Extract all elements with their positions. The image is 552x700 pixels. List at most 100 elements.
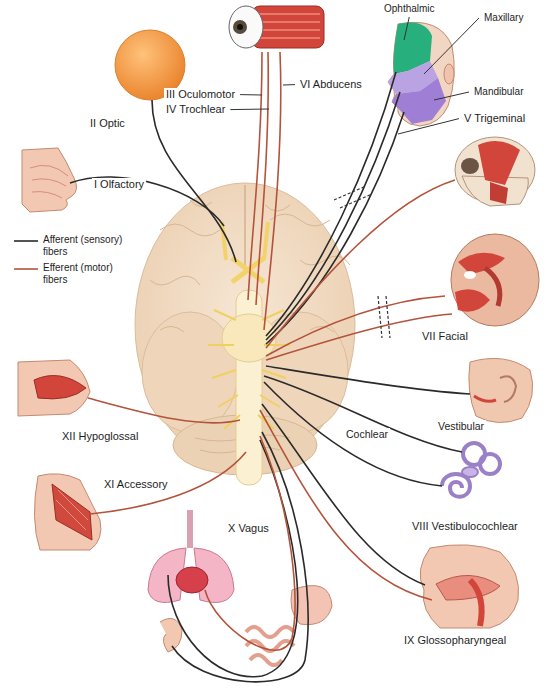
legend-line — [14, 268, 38, 270]
throat-illustration-part — [436, 575, 500, 600]
facial-muscles-head-part — [464, 271, 476, 279]
ear-jaw-illustration-part — [500, 376, 516, 402]
legend: Afferent (sensory) fibersEfferent (motor… — [14, 234, 123, 290]
brain — [135, 183, 355, 485]
afferent-fibers-part — [262, 404, 425, 585]
nerve-label: III Oculomotor — [164, 88, 237, 101]
eye-muscles-part — [233, 20, 247, 34]
skull-jaw-muscles-part — [478, 141, 520, 185]
break-marks-part — [378, 296, 390, 338]
break-marks-part — [334, 186, 372, 208]
nerve-label: II Optic — [88, 117, 127, 130]
afferent-fibers-part — [152, 100, 236, 262]
throat-illustration — [420, 545, 518, 628]
ear-jaw-illustration — [469, 358, 533, 422]
nerve-label: VII Facial — [420, 330, 470, 343]
afferent-fibers-part — [266, 112, 404, 344]
nerve-label: Ophthalmic — [382, 3, 437, 15]
eye-muscles-part — [258, 14, 320, 38]
afferent-fibers — [70, 72, 470, 682]
brain-part — [244, 185, 246, 270]
efferent-fibers-part — [256, 52, 268, 305]
nose-illustration — [22, 148, 77, 212]
efferent-fibers-part — [266, 180, 455, 348]
face-dermatomes-part — [392, 78, 446, 124]
legend-item: Efferent (motor) fibers — [14, 262, 123, 286]
neck-shoulder-illustration-part — [56, 490, 88, 530]
afferent-fibers-part — [264, 382, 442, 486]
efferent-fibers-part — [205, 436, 295, 650]
legend-line-sample — [14, 267, 38, 271]
inner-ear-illustration — [442, 443, 500, 497]
eye-muscles — [229, 6, 324, 48]
leader-line — [398, 119, 459, 134]
efferent-fibers-part — [266, 296, 445, 356]
facial-muscles-head — [451, 234, 539, 326]
ear-jaw-illustration-part — [474, 396, 496, 401]
nerve-label: VIII Vestibulocochlear — [410, 520, 520, 533]
vagus-organs — [148, 510, 332, 665]
throat-illustration-part — [470, 580, 482, 626]
leader-line — [283, 84, 295, 85]
nerve-label: VI Abducens — [298, 78, 364, 91]
neck-shoulder-illustration-part — [52, 484, 92, 540]
leader-line — [434, 92, 469, 100]
nerve-label: IV Trochlear — [164, 103, 227, 116]
tongue-neck-illustration-part — [18, 360, 90, 416]
nerve-label: I Olfactory — [92, 178, 146, 191]
nose-illustration-part — [22, 148, 77, 212]
vagus-organs-part — [160, 618, 182, 652]
afferent-fibers-part — [70, 177, 224, 226]
skull-jaw-muscles-part — [490, 182, 508, 204]
efferent-fibers-part — [88, 398, 240, 423]
efferent-fibers-part — [260, 410, 432, 600]
nerve-label: XI Accessory — [102, 478, 170, 491]
eye-muscles-part — [229, 6, 263, 48]
throat-illustration-part — [420, 545, 518, 628]
leader-line — [240, 94, 262, 95]
legend-text: Efferent (motor) fibers — [43, 262, 123, 286]
nerve-label: IX Glossopharyngeal — [402, 634, 508, 647]
facial-muscles-head-part — [458, 253, 505, 274]
facial-muscles-head-part — [451, 234, 539, 326]
face-dermatomes-part — [444, 64, 454, 84]
vagus-organs-part — [187, 510, 193, 548]
afferent-fibers-part — [168, 440, 298, 677]
legend-line-sample — [14, 239, 38, 243]
leader-line — [404, 17, 409, 40]
nerve-label: Vestibular — [436, 420, 486, 433]
leader-lines — [230, 17, 479, 134]
inner-ear-illustration-part — [480, 454, 500, 474]
nerve-label: X Vagus — [226, 522, 271, 535]
skull-jaw-muscles — [455, 137, 535, 206]
tongue-neck-illustration — [18, 360, 90, 416]
nerve-label: XII Hypoglossal — [60, 430, 140, 443]
efferent-fibers-part — [248, 52, 262, 300]
face-dermatomes-part — [388, 22, 454, 126]
neck-shoulder-illustration-part — [34, 474, 100, 550]
nerve-label: V Trigeminal — [462, 112, 527, 125]
leader-line — [424, 18, 479, 74]
nose-illustration-part — [30, 165, 68, 198]
facial-muscles-head-part — [485, 268, 500, 306]
skull-jaw-muscles-part — [461, 158, 479, 174]
nerve-label: Mandibular — [472, 86, 525, 98]
tongue-neck-illustration-part — [34, 376, 86, 399]
eye-muscles-part — [237, 24, 243, 30]
afferent-fibers-part — [266, 92, 400, 340]
vagus-organs-part — [176, 567, 208, 593]
efferent-fibers-part — [264, 52, 281, 330]
efferent-fibers-part — [90, 452, 246, 514]
legend-item: Afferent (sensory) fibers — [14, 234, 123, 258]
facial-muscles-head-part — [455, 289, 490, 311]
ear-jaw-illustration-part — [469, 358, 533, 422]
afferent-fibers-part — [266, 72, 396, 336]
inner-ear-illustration-part — [442, 474, 470, 497]
face-dermatomes — [388, 22, 454, 126]
afferent-fibers-part — [264, 376, 462, 452]
legend-text: Afferent (sensory) fibers — [43, 234, 123, 258]
nerve-label: Maxillary — [482, 12, 525, 24]
leader-line — [230, 109, 269, 111]
